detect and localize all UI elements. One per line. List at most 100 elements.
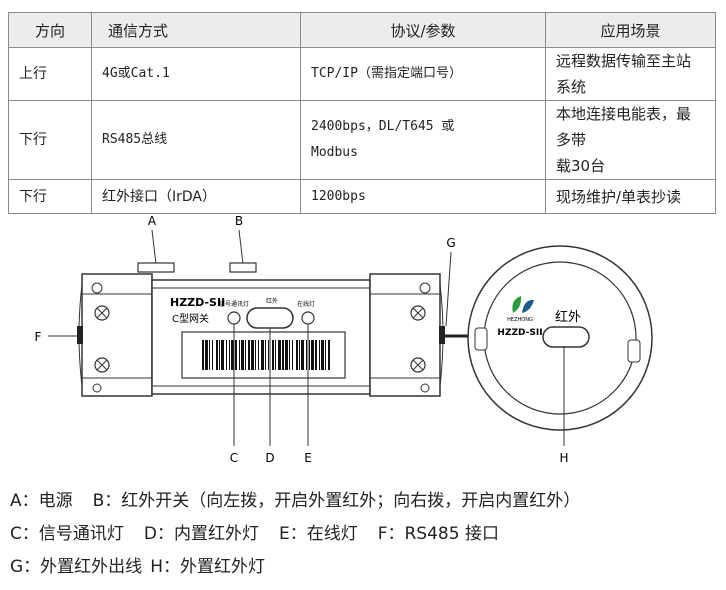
cell-scene: 本地连接电能表，最多带 载30台 [545, 100, 716, 180]
barcode-bar [278, 340, 281, 370]
cell-direction: 下行 [8, 100, 92, 180]
external-ir-led [542, 326, 590, 348]
barcode-bar [285, 340, 288, 370]
probe-model: HZZD-SII [497, 328, 542, 338]
legend-line-3: G：外置红外出线 H：外置红外灯 [10, 552, 285, 577]
col-header-direction: 方向 [8, 12, 92, 48]
barcode-bar [325, 340, 326, 370]
callout-g: G [446, 236, 455, 250]
device-diagram: A B G F HZZD-SII C型网关 信号通讯灯 红外 在线灯 [35, 214, 653, 465]
online-led [301, 311, 315, 325]
barcode-bar [315, 340, 317, 370]
barcode-bar [239, 340, 240, 370]
legend-item: A：电源 [10, 491, 73, 511]
legend-line-2: C：信号通讯灯 D：内置红外灯 E：在线灯 F：RS485 接口 [10, 519, 519, 544]
cell-scene: 远程数据传输至主站系统 [545, 47, 716, 101]
probe-label: 红外 [555, 309, 581, 325]
barcode-bar [282, 340, 284, 370]
internal-ir-led [246, 307, 294, 329]
signal-led [227, 311, 241, 325]
scene-line: 本地连接电能表，最多带 [556, 105, 692, 149]
legend-item: G：外置红外出线 [10, 557, 143, 577]
barcode-icon [202, 340, 330, 370]
protocol-line: Modbus [311, 145, 358, 160]
callout-h: H [559, 451, 568, 465]
callout-d: D [265, 451, 274, 465]
ir-switch [229, 262, 257, 273]
rs485-port [77, 326, 83, 344]
barcode-bar [296, 340, 298, 370]
barcode-bar [301, 340, 304, 370]
callout-b: B [235, 214, 243, 228]
callout-a: A [148, 214, 157, 228]
barcode-bar [268, 340, 269, 370]
power-connector [137, 262, 175, 273]
barcode-bar [258, 340, 259, 370]
barcode-bar [261, 340, 264, 370]
barcode-bar [221, 340, 224, 370]
legend-item: F：RS485 接口 [377, 524, 499, 544]
barcode-bar [235, 340, 237, 370]
cell-protocol: 2400bps，DL/T645 或 Modbus [300, 100, 546, 180]
hezhong-logo-icon [512, 296, 534, 313]
signal-led-label: 信号通讯灯 [219, 300, 249, 308]
cell-protocol: TCP/IP（需指定端口号） [300, 47, 546, 101]
barcode-bar [231, 340, 234, 370]
barcode-bar [255, 340, 256, 370]
online-led-label: 在线灯 [297, 300, 315, 308]
callout-f: F [35, 330, 42, 344]
legend-item: C：信号通讯灯 [10, 524, 124, 544]
cell-direction: 下行 [8, 179, 92, 214]
barcode-bar [321, 340, 324, 370]
cell-method: RS485总线 [91, 100, 301, 180]
screw-icon [410, 305, 426, 321]
legend-line-1: A：电源 B：红外开关（向左拨，开启外置红外；向右拨，开启内置红外） [10, 486, 600, 511]
barcode-bar [319, 340, 320, 370]
barcode-bar [202, 340, 204, 370]
barcode-bar [299, 340, 300, 370]
table-row: 下行 红外接口（IrDA） 1200bps 现场维护/单表抄读 [8, 179, 716, 214]
cell-scene: 现场维护/单表抄读 [545, 179, 716, 214]
screw-icon [94, 357, 110, 373]
probe-brand: HEZHONG [507, 317, 533, 323]
spec-table: 方向 通信方式 协议/参数 应用场景 上行 4G或Cat.1 TCP/IP（需指… [8, 12, 716, 214]
barcode-bar [229, 340, 230, 370]
barcode-bar [311, 340, 314, 370]
barcode-bar [205, 340, 208, 370]
external-ir-cable-port [439, 326, 445, 344]
callout-e: E [304, 451, 312, 465]
left-end-cap [81, 273, 153, 397]
protocol-line: 2400bps，DL/T645 或 [311, 119, 455, 134]
barcode-bar [248, 340, 250, 370]
legend-item: E：在线灯 [278, 524, 358, 544]
callout-c: C [230, 451, 238, 465]
barcode-bar [328, 340, 330, 370]
barcode-bar [309, 340, 310, 370]
cell-method: 4G或Cat.1 [91, 47, 301, 101]
barcode-bar [275, 340, 276, 370]
cell-method: 红外接口（IrDA） [91, 179, 301, 214]
legend-item: D：内置红外灯 [143, 524, 259, 544]
barcode-bar [251, 340, 254, 370]
screw-icon [410, 357, 426, 373]
right-end-cap [369, 273, 441, 397]
barcode-bar [226, 340, 227, 370]
barcode-bar [245, 340, 246, 370]
barcode-bar [212, 340, 213, 370]
cell-direction: 上行 [8, 47, 92, 101]
barcode-bar [292, 340, 293, 370]
legend-item: B：红外开关（向左拨，开启外置红外；向右拨，开启内置红外） [92, 491, 581, 511]
scene-line: 载30台 [556, 157, 606, 175]
col-header-method: 通信方式 [91, 12, 301, 48]
legend-item: H：外置红外灯 [150, 557, 265, 577]
screw-icon [94, 305, 110, 321]
ir-led-label: 红外 [266, 297, 278, 305]
table-header-row: 方向 通信方式 协议/参数 应用场景 [8, 12, 716, 48]
type-label: C型网关 [172, 312, 209, 325]
barcode-bar [306, 340, 307, 370]
col-header-protocol: 协议/参数 [300, 12, 546, 48]
table-row: 下行 RS485总线 2400bps，DL/T645 或 Modbus 本地连接… [8, 100, 716, 180]
model-label: HZZD-SII [170, 296, 225, 309]
barcode-bar [241, 340, 244, 370]
barcode-bar [216, 340, 218, 370]
